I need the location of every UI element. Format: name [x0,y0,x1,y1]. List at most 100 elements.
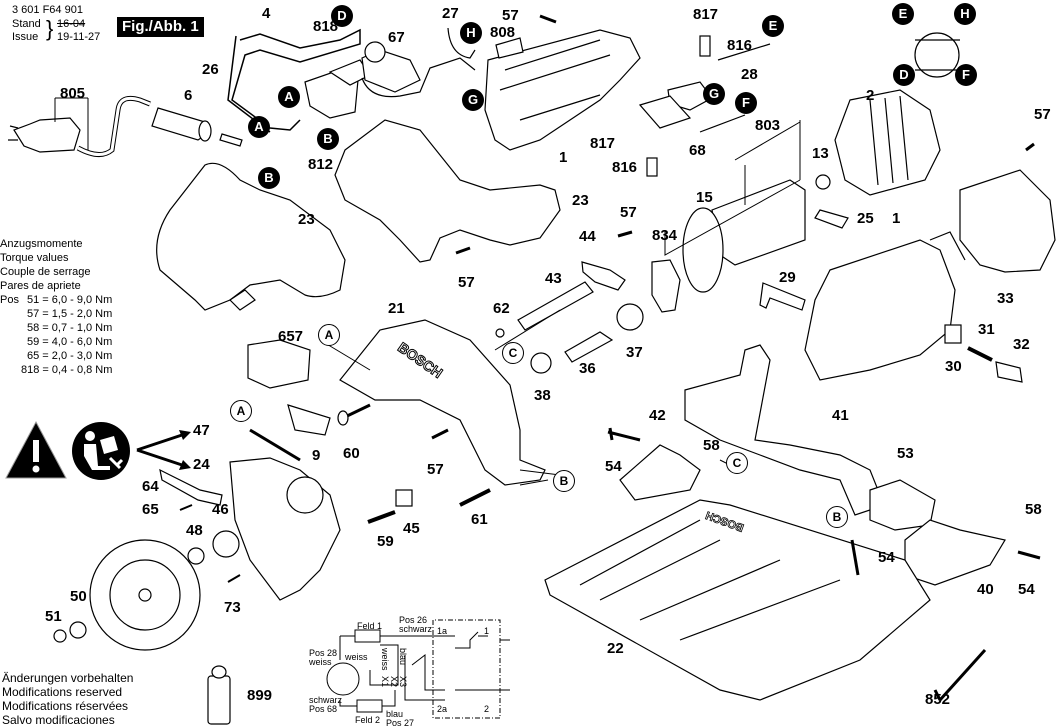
wiring-label: weiss [345,652,368,662]
torque-row: 51 = 6,0 - 9,0 Nm [27,294,113,306]
part-label: 57 [502,7,519,24]
wiring-label: 1 [484,626,490,636]
torque-row: 65 = 2,0 - 3,0 Nm [27,350,113,362]
part-label: 9 [312,447,321,464]
part-label: 73 [224,599,241,616]
connector-c-guide: C [726,452,748,474]
part-label: 57 [620,204,637,221]
part-label: 58 [703,437,720,454]
stand-label: Stand [12,18,41,30]
wiring-label: schwarz [309,695,343,705]
connector-b-cord: B [258,167,280,189]
connector-b-guard: B [553,470,575,492]
figure-label: Fig./Abb. 1 [117,17,204,37]
part-label: 57 [427,461,444,478]
part-label: 59 [377,533,394,550]
torque-title-fr: Couple de serrage [0,266,91,278]
wiring-label: Pos 26 [399,615,428,625]
power-cord-part [8,95,243,157]
wiring-label: 2 [484,704,490,714]
part-label: 22 [607,640,624,657]
wiring-label: Feld 1 [357,621,383,631]
part-label: 28 [741,66,758,83]
wiring-label: X2 [389,676,399,688]
part-label: 899 [247,687,273,704]
part-label: 53 [897,445,914,462]
read-manual-icon [72,422,130,480]
part-label: 808 [490,24,516,41]
connector-f-ring: F [955,64,977,86]
wiring-label: 1a [437,626,448,636]
motor-cover-part [959,169,1056,273]
part-label: 31 [978,321,995,338]
part-label: 25 [857,210,874,227]
connector-c-guard: C [502,342,524,364]
connector-e-brush: E [762,15,784,37]
motor-housing-part [484,29,641,151]
part-label: 834 [652,227,678,244]
part-label: 24 [193,456,210,473]
part-number: 3 601 F64 901 [12,4,83,16]
connector-a-cord: A [248,116,270,138]
shaft-part [517,281,594,331]
part-label: 812 [308,156,334,173]
connector-f-brush: F [735,92,757,114]
wiring-label: X1 [380,676,390,688]
part-label: 62 [493,300,510,317]
part-label: 51 [45,608,62,625]
footer-note-de: Änderungen vorbehalten [2,671,134,685]
part-label: 57 [1034,106,1051,123]
part-label: 21 [388,300,405,317]
arrows-icon [136,430,191,470]
part-label: 61 [471,511,488,528]
part-label: 15 [696,189,713,206]
part-label: 657 [278,328,304,345]
wiring-label: blau [398,648,408,666]
connector-e-ring: E [892,3,914,25]
torque-row: 59 = 4,0 - 6,0 Nm [27,336,113,348]
cable-loop-part [231,28,361,131]
connector-d-ring: D [893,64,915,86]
wiring-label: Pos 28 [309,648,338,658]
wiring-label: schwarz [399,624,433,634]
part-label: 64 [142,478,159,495]
wiring-label: blau [386,709,404,719]
part-label: 54 [1018,581,1035,598]
torque-pos-label: Pos [0,294,19,306]
part-label: 41 [832,407,849,424]
old-date: 16-04 [57,18,86,30]
part-label: 40 [977,581,994,598]
footer-note-fr: Modifications réservées [2,699,129,713]
part-label: 23 [572,192,589,209]
part-label: 817 [693,6,719,23]
part-label: 816 [727,37,753,54]
part-label: 38 [534,387,551,404]
wiring-label: Pos 68 [309,704,338,714]
saw-blade-part [89,539,201,651]
part-label: 47 [193,422,210,439]
part-label: 36 [579,360,596,377]
torque-row: 57 = 1,5 - 2,0 Nm [27,308,113,320]
issue-label: Issue [12,31,39,43]
part-label: 65 [142,501,159,518]
part-label: 816 [612,159,638,176]
part-label: 48 [186,522,203,539]
part-label: 13 [812,145,829,162]
connector-b-switch: B [317,128,339,150]
torque-row: 818 = 0,4 - 0,8 Nm [21,364,113,376]
part-label: 805 [60,85,86,102]
wiring-label: Pos 27 [386,718,415,728]
part-label: 54 [878,549,895,566]
part-label: 43 [545,270,562,287]
connector-h-ring: H [954,3,976,25]
part-label: 6 [184,87,193,104]
connection-ring-diagram [914,32,960,78]
wiring-label: X3 [398,676,408,688]
part-label: 45 [403,520,420,537]
handle-left-part [156,162,346,311]
torque-title-es: Pares de apriete [0,280,81,292]
connector-a-switch: A [278,86,300,108]
part-label: 852 [925,691,951,708]
field-coil-part [834,89,941,196]
